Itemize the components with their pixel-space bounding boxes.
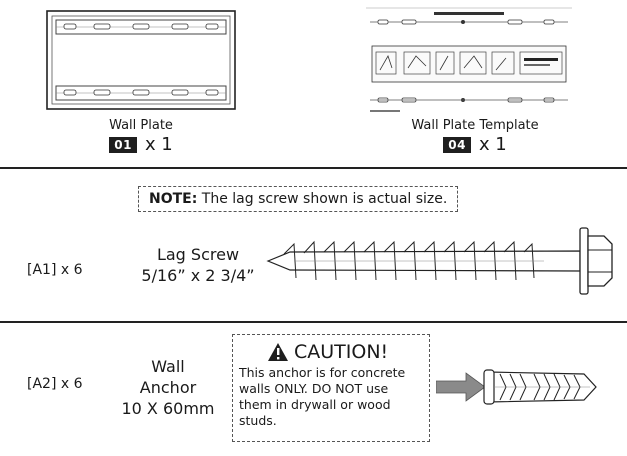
section-divider-top — [0, 167, 627, 169]
anchor-part-id: [A2] x 6 — [27, 376, 83, 392]
wall-plate-template-qty: x 1 — [478, 134, 507, 155]
section-divider-bottom — [0, 321, 627, 323]
anchor-name-line1: Wall — [151, 357, 185, 376]
wall-plate-template-label: Wall Plate Template — [411, 118, 539, 133]
arrow-icon — [436, 372, 486, 402]
wall-plate-label: Wall Plate — [109, 118, 173, 133]
warning-icon — [268, 343, 288, 361]
anchor-name: Wall Anchor 10 X 60mm — [112, 356, 224, 419]
wall-plate-part-number: 01 — [109, 136, 137, 153]
lag-screw-name-line1: Lag Screw — [156, 245, 240, 264]
wall-anchor-illustration — [483, 369, 597, 405]
lag-screw-size: 5/16” x 2 3/4” — [141, 266, 255, 285]
anchor-size: 10 X 60mm — [121, 399, 215, 418]
wall-plate-template-illustration — [366, 7, 572, 112]
caution-line-4: studs. — [239, 413, 277, 428]
note-text: The lag screw shown is actual size. — [197, 191, 448, 207]
anchor-name-line2: Anchor — [139, 378, 197, 397]
caution-message: This anchor is for concrete walls ONLY. … — [233, 365, 429, 429]
wall-plate-template-part-number: 04 — [443, 136, 471, 153]
lag-screw-part-id: [A1] x 6 — [27, 262, 83, 278]
note-prefix: NOTE: — [149, 191, 198, 207]
lag-screw-name: Lag Screw 5/16” x 2 3/4” — [114, 244, 282, 286]
caution-box: CAUTION! This anchor is for concrete wal… — [232, 334, 430, 442]
wall-plate-illustration — [46, 10, 236, 110]
caution-line-2: walls ONLY. DO NOT use — [239, 381, 389, 396]
wall-plate-qty: x 1 — [144, 134, 173, 155]
caution-line-3: them in drywall or wood — [239, 397, 391, 412]
caution-title: CAUTION! — [294, 341, 389, 363]
caution-heading: CAUTION! — [267, 341, 429, 363]
lag-screw-illustration — [266, 227, 613, 295]
wall-plate-template-quantity: 04 x 1 — [390, 134, 560, 155]
wall-plate-quantity: 01 x 1 — [76, 134, 206, 155]
note-box: NOTE: The lag screw shown is actual size… — [138, 186, 459, 212]
caution-line-1: This anchor is for concrete — [239, 365, 406, 380]
